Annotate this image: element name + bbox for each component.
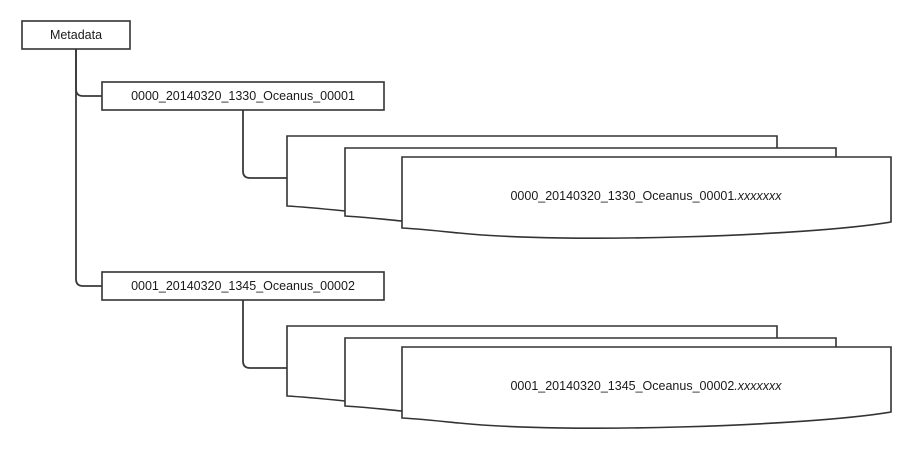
- document-stack-1-label: 0000_20140320_1330_Oceanus_00001.xxxxxxx: [510, 189, 782, 203]
- document-shape-front-1: [401, 156, 892, 239]
- metadata-root-rect: [21, 20, 131, 50]
- metadata-root-label: Metadata: [50, 28, 102, 42]
- document-stack-1-label-ext: .xxxxxxx: [734, 189, 782, 203]
- document-stack-2-label-ext: .xxxxxxx: [734, 379, 782, 393]
- node-box-1-rect: [101, 81, 385, 111]
- document-stack-1-label-base: 0000_20140320_1330_Oceanus_00001: [510, 189, 734, 203]
- node-box-1[interactable]: 0000_20140320_1330_Oceanus_00001: [101, 81, 385, 111]
- connector-metadata-to-node-2: [75, 49, 102, 287]
- document-stack-2[interactable]: 0001_20140320_1345_Oceanus_00002.xxxxxxx: [286, 325, 892, 429]
- document-stack-1[interactable]: 0000_20140320_1330_Oceanus_00001.xxxxxxx: [286, 135, 892, 239]
- document-stack-2-label-base: 0001_20140320_1345_Oceanus_00002: [510, 379, 734, 393]
- node-box-2[interactable]: 0001_20140320_1345_Oceanus_00002: [101, 271, 385, 301]
- document-shape-front-2: [401, 346, 892, 429]
- connector-node-2-to-documents: [242, 300, 287, 369]
- node-box-2-rect: [101, 271, 385, 301]
- node-box-2-label: 0001_20140320_1345_Oceanus_00002: [131, 279, 355, 293]
- document-stack-2-label: 0001_20140320_1345_Oceanus_00002.xxxxxxx: [510, 379, 782, 393]
- node-box-1-label: 0000_20140320_1330_Oceanus_00001: [131, 89, 355, 103]
- metadata-root-node[interactable]: Metadata: [21, 20, 131, 50]
- connector-node-1-to-documents: [242, 110, 287, 179]
- connector-metadata-to-node-1: [75, 49, 102, 97]
